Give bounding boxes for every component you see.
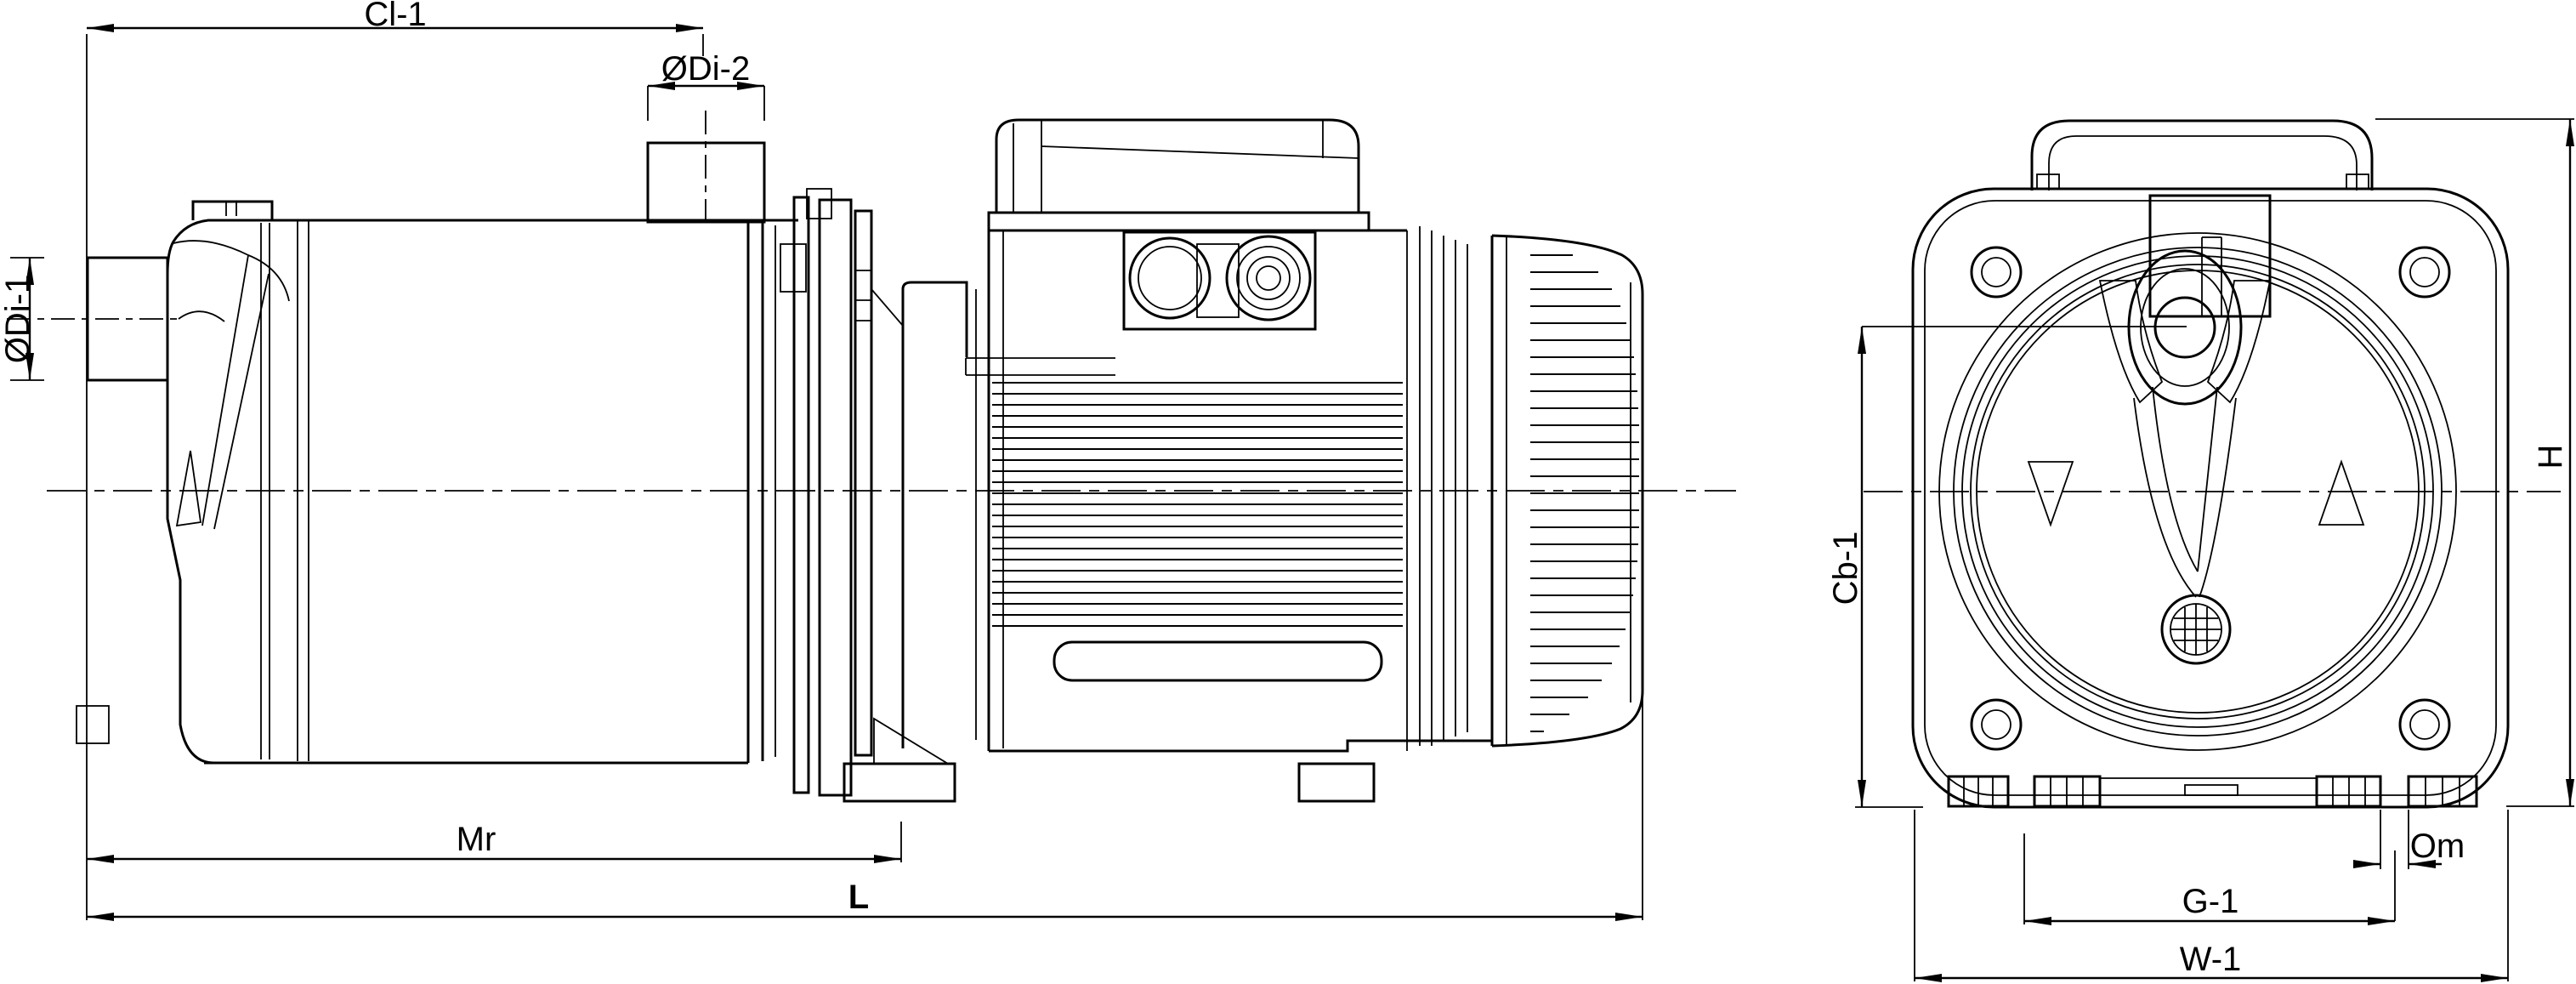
dimension-g1: G-1 xyxy=(2023,833,2395,925)
dim-label-om: Om xyxy=(2410,828,2465,865)
side-view xyxy=(7,111,1736,803)
motor xyxy=(901,118,1492,803)
handle-block xyxy=(2148,194,2272,318)
discharge-port xyxy=(646,111,766,224)
dim-label-mr: Mr xyxy=(457,821,496,858)
pump-head xyxy=(76,200,290,765)
dimension-om: Om xyxy=(2353,810,2465,921)
terminal-box-base xyxy=(987,211,1370,232)
fan-cover-fins xyxy=(1530,254,1639,732)
gland-plate xyxy=(1122,230,1317,331)
flange-bracket xyxy=(780,188,956,803)
front-top-port xyxy=(2098,249,2272,598)
louver-slot xyxy=(1053,640,1383,682)
corner-bolt-hole xyxy=(2398,246,2451,299)
front-foot xyxy=(843,762,956,803)
dimension-cb1: Cb-1 xyxy=(1827,326,2187,808)
corner-bolt-hole xyxy=(1970,698,2023,751)
dimension-l: L xyxy=(87,587,1643,921)
dim-label-l: L xyxy=(848,879,869,916)
foot-gusset xyxy=(873,717,951,765)
rear-foot xyxy=(1297,762,1376,803)
dim-label-cb1: Cb-1 xyxy=(1827,532,1864,606)
dim-label-cl1: Cl-1 xyxy=(364,0,426,33)
flow-triangle-down xyxy=(2027,461,2074,527)
dimension-di2: ØDi-2 xyxy=(647,50,765,121)
drain-plug xyxy=(2160,594,2232,665)
bottom-center-tab xyxy=(2184,784,2238,796)
dimension-di1: ØDi-1 xyxy=(0,257,44,381)
flow-arrow-up-side xyxy=(175,450,202,527)
lid-parting-line xyxy=(1041,145,1359,159)
terminal-box xyxy=(987,118,1370,232)
port-wing-left xyxy=(2098,280,2164,404)
dimension-w1: W-1 xyxy=(1914,810,2509,982)
crown-ribs xyxy=(2133,386,2237,598)
fan-cover xyxy=(1490,234,1644,748)
front-feet xyxy=(1947,775,2478,808)
dimension-mr: Mr xyxy=(87,821,902,863)
end-bell xyxy=(1406,226,1468,751)
bottom-recess xyxy=(2099,777,2318,806)
motor-bracket xyxy=(901,281,968,748)
motor-fins xyxy=(992,382,1403,627)
corner-bolt-hole xyxy=(1970,246,2023,299)
port-wing-right xyxy=(2206,280,2272,404)
flow-triangle-up xyxy=(2318,459,2365,526)
pump-barrel xyxy=(204,219,798,765)
dimension-cl1: Cl-1 xyxy=(86,0,704,920)
corner-bolt-hole xyxy=(2398,698,2451,751)
cap-wing-lines xyxy=(173,240,290,530)
nose-bottom-tab xyxy=(76,705,110,744)
handle xyxy=(2030,119,2374,318)
dim-label-w1: W-1 xyxy=(2180,941,2242,978)
dim-label-di1: ØDi-1 xyxy=(0,275,37,363)
dimension-h: H xyxy=(2375,118,2574,807)
dim-label-di2: ØDi-2 xyxy=(661,50,750,88)
cap-slit xyxy=(225,202,237,216)
dim-label-g1: G-1 xyxy=(2182,883,2239,920)
dim-label-h: H xyxy=(2532,445,2569,469)
front-view xyxy=(1864,119,2561,809)
